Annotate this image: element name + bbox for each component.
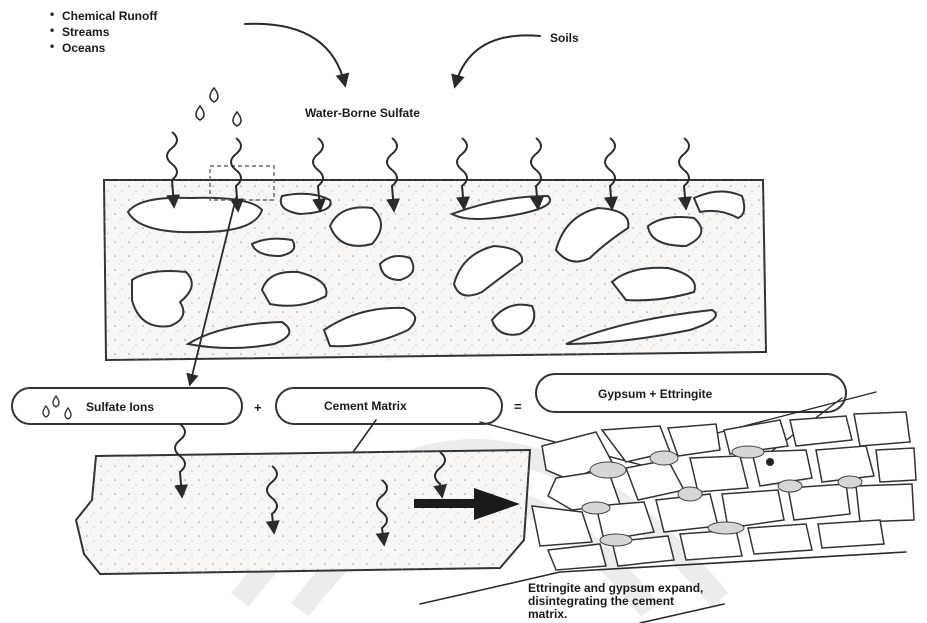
caption-line-3: matrix. (528, 607, 567, 621)
source-oceans: Oceans (62, 41, 106, 55)
droplet-icon (196, 106, 204, 120)
source-bullet-2: • (50, 23, 54, 37)
plus-sign: + (254, 400, 262, 415)
cement-matrix-label: Cement Matrix (324, 399, 407, 413)
gypsum-ettringite-label: Gypsum + Ettringite (598, 387, 713, 401)
aggregate (128, 198, 262, 232)
equals-sign: = (514, 399, 522, 414)
cement-block-lower (76, 450, 530, 574)
sulfate-ions-label: Sulfate Ions (86, 400, 154, 414)
droplet-icon (233, 112, 241, 126)
source-chemical-runoff: Chemical Runoff (62, 9, 158, 23)
source-streams: Streams (62, 25, 110, 39)
source-bullet-1: • (50, 7, 54, 21)
aggregate (380, 256, 413, 280)
caption-line-2: disintegrating the cement (528, 594, 674, 608)
disintegrated-matrix (532, 412, 916, 570)
aggregate (281, 194, 331, 214)
arrow-soils-to-sulfate (455, 35, 540, 86)
droplet-icon (210, 88, 218, 102)
arrow-runoff-to-sulfate (245, 24, 345, 85)
caption-line-1: Ettringite and gypsum expand, (528, 581, 703, 595)
water-borne-sulfate-label: Water-Borne Sulfate (305, 106, 420, 120)
source-soils: Soils (550, 31, 579, 45)
equation-row: Sulfate Ions + Cement Matrix = Gypsum + … (12, 374, 846, 424)
droplet-icons (196, 88, 241, 126)
source-list: • Chemical Runoff • Streams • Oceans (50, 7, 158, 55)
source-bullet-3: • (50, 39, 54, 53)
